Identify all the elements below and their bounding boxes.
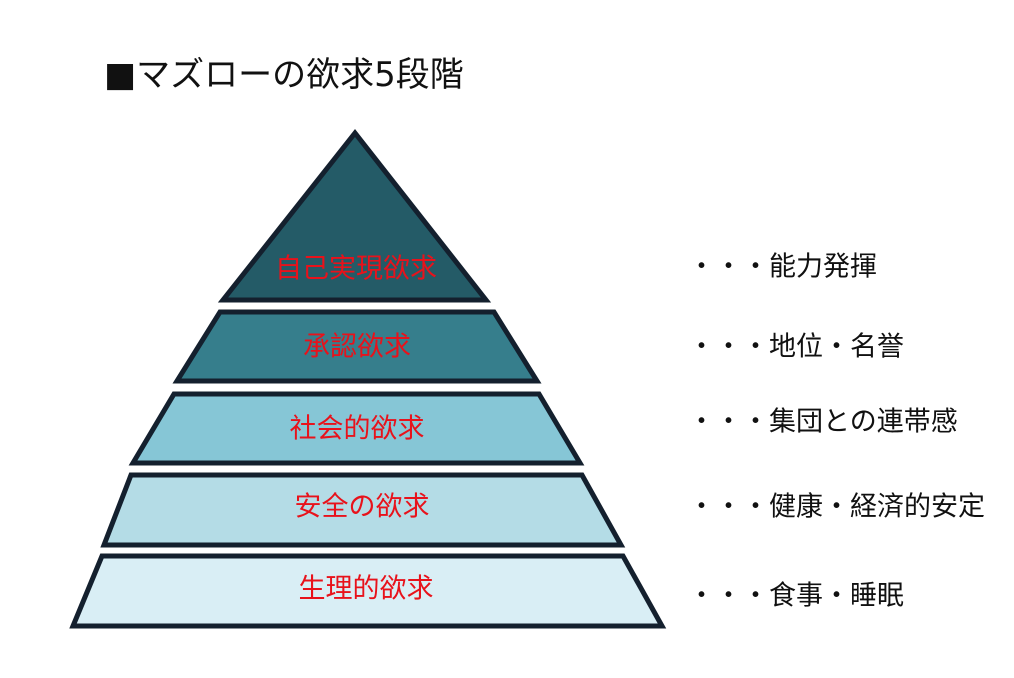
tier-label: 生理的欲求 [299, 574, 434, 605]
pyramid-tier-social: 社会的欲求 [128, 391, 585, 466]
tier-label: 承認欲求 [303, 332, 411, 363]
pyramid-tier-self-actualization: 自己実現欲求 [217, 128, 492, 303]
tier-shape [217, 128, 492, 303]
pyramid-tier-safety: 安全の欲求 [100, 472, 626, 548]
tier-description-esteem: ・・・地位・名誉 [688, 332, 904, 363]
tier-shape [128, 391, 585, 466]
tier-description-safety: ・・・健康・経済的安定 [688, 492, 985, 523]
tier-label: 自己実現欲求 [275, 254, 437, 285]
tier-shape [172, 309, 542, 384]
tier-shape [100, 472, 626, 548]
pyramid-tier-physiological: 生理的欲求 [69, 553, 667, 629]
diagram-title: ■マズローの欲求5段階 [104, 55, 464, 95]
pyramid-tier-esteem: 承認欲求 [172, 309, 542, 384]
tier-description-social: ・・・集団との連帯感 [688, 407, 958, 438]
tier-label: 安全の欲求 [295, 492, 430, 523]
tier-label: 社会的欲求 [290, 414, 425, 445]
tier-shape [69, 553, 667, 629]
tier-description-physiological: ・・・食事・睡眠 [688, 581, 904, 612]
tier-description-self-actualization: ・・・能力発揮 [688, 252, 877, 283]
